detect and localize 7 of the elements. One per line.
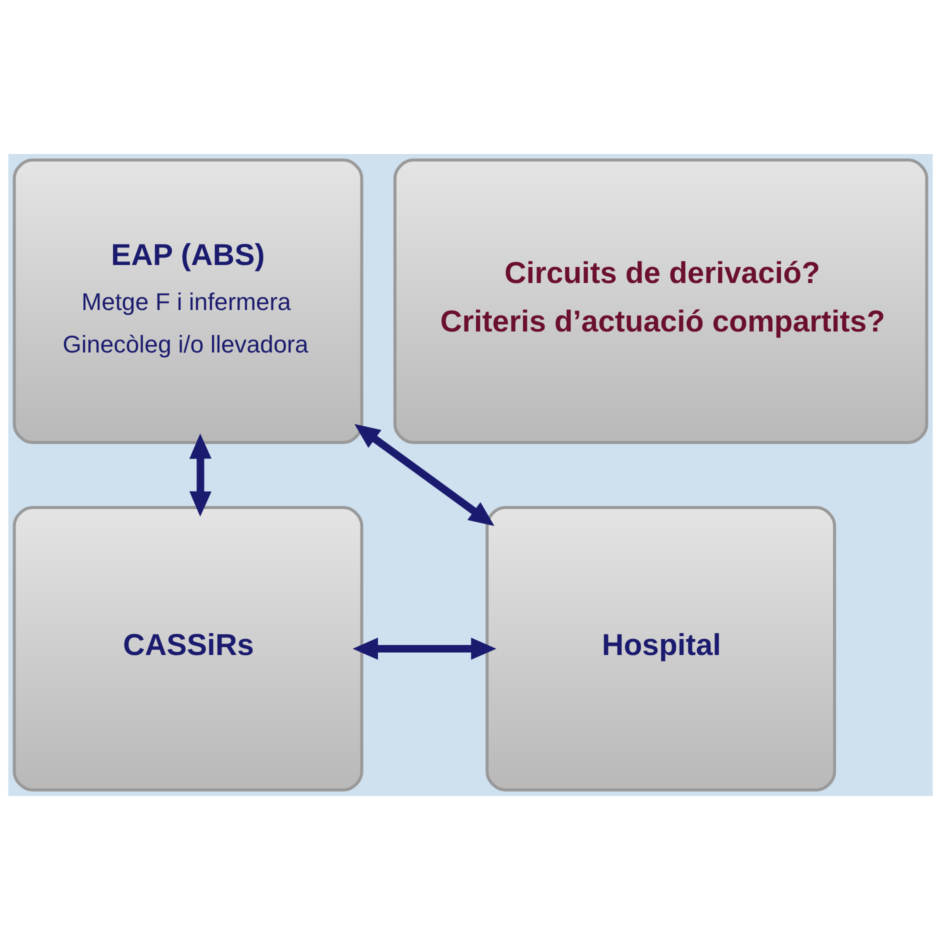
node-box: Hospital [486,505,836,791]
node-box: Circuits de derivació? Criteris d’actuació compartits? [393,158,928,444]
arrow [354,424,494,526]
arrow [189,432,212,516]
node-box: CASSiRs [12,505,364,791]
node-box: EAP (ABS) Metge F i infermera Ginecòleg i/o llevadora [12,158,364,444]
arrow [352,637,496,660]
